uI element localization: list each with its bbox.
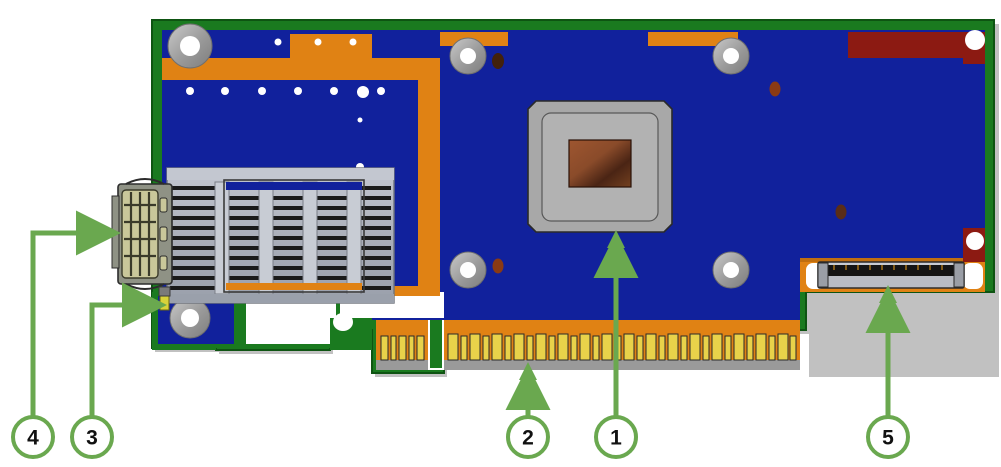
callout-label-3: 3 — [86, 427, 98, 450]
qsfp-cage-port — [111, 178, 173, 290]
arrowhead-1 — [607, 230, 625, 248]
arrowhead-2 — [519, 362, 537, 380]
heatsink-gap-board-bottom — [226, 283, 362, 290]
callout-marker-5[interactable]: 5 — [866, 415, 910, 459]
callout-markers: 4 3 2 1 5 — [11, 415, 910, 459]
heatsink-posts — [214, 181, 362, 295]
edge-connector-gold-fingers — [380, 333, 797, 361]
callout-label-4: 4 — [27, 427, 39, 450]
copper-pad-right-edge — [800, 258, 985, 262]
copper-pad-top-2 — [648, 32, 738, 46]
via-right-edge — [966, 232, 984, 250]
mounting-hole — [167, 23, 213, 69]
heatsink — [166, 167, 395, 304]
callout-marker-3[interactable]: 3 — [70, 415, 114, 459]
mounting-hole — [712, 37, 750, 75]
copper-pour-dark-red-top — [848, 32, 985, 58]
leader-line-4 — [30, 210, 121, 418]
callout-marker-4[interactable]: 4 — [11, 415, 55, 459]
copper-strip-upper-left — [162, 58, 440, 80]
pcb-cutout-right-of-ffc — [963, 263, 983, 289]
arrowhead-5 — [879, 285, 897, 303]
cage-clip-top — [125, 178, 165, 185]
heatsink-base — [167, 294, 394, 303]
mounting-hole — [449, 37, 487, 75]
heatsink-inner-frame — [223, 179, 365, 293]
mounting-hole — [712, 251, 750, 289]
callout-label-2: 2 — [522, 427, 534, 450]
callout-leaders — [30, 210, 911, 418]
edge-connector-rim — [376, 360, 800, 370]
mounting-slot — [333, 313, 353, 331]
mounting-hole-group — [167, 23, 750, 339]
leader-line-3 — [89, 282, 167, 418]
ffc-contact-pins — [833, 265, 943, 270]
mounting-hole — [169, 297, 211, 339]
pcb-cutout-notch-2 — [246, 300, 336, 344]
ffc-contact-slot — [826, 265, 956, 276]
cage-latch-tabs — [159, 197, 168, 271]
ffc-end-tab-right — [953, 262, 965, 288]
ffc-end-tab-left — [817, 262, 829, 288]
asic-die — [568, 139, 632, 188]
edge-connector-notch-wall — [430, 320, 442, 368]
callout-marker-1[interactable]: 1 — [594, 415, 638, 459]
ffc-ribbon-connector — [817, 261, 965, 289]
callout-label-1: 1 — [610, 427, 622, 450]
pcie-edge-connector — [376, 320, 800, 370]
callout-arrowheads-up — [519, 230, 897, 380]
mounting-hole — [449, 251, 487, 289]
heatsink-gap-board-top — [226, 182, 362, 190]
copper-strip-vertical — [418, 58, 440, 292]
callout-label-5: 5 — [882, 427, 894, 450]
via-top-right — [965, 30, 985, 50]
smd-component-group — [492, 53, 847, 274]
callout-marker-2[interactable]: 2 — [506, 415, 550, 459]
heatsink-top-edge — [167, 168, 394, 180]
cage-grid — [124, 192, 156, 276]
ffc-actuator-bar — [818, 276, 964, 287]
main-asic-processor — [527, 100, 673, 233]
